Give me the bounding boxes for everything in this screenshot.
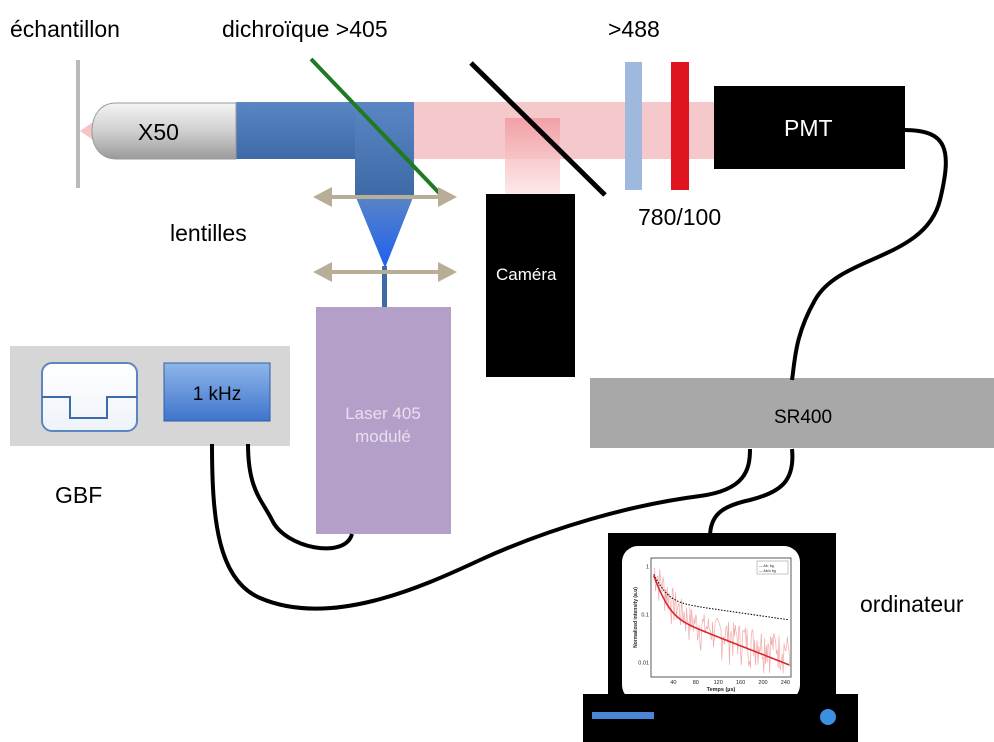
cable-sr400-to-computer: [708, 448, 795, 538]
laser-box: [316, 307, 451, 534]
frequency-label: 1 kHz: [193, 384, 242, 405]
dichroic-mirror: [309, 57, 445, 199]
screen-fit-red: [653, 575, 790, 666]
filter-780-100: [671, 62, 689, 190]
computer-drive-slot: [592, 712, 654, 719]
camera-mirror: [469, 61, 607, 197]
screen-ytick: 0.01: [638, 661, 649, 667]
lens-upper-arrow: [313, 187, 457, 207]
cable-gbf-to-sr400: [210, 443, 752, 611]
laser-label-line2: modulé: [355, 427, 411, 446]
label-filter-780: 780/100: [638, 204, 721, 230]
camera-box: [486, 194, 575, 377]
focused-laser-cone: [355, 195, 414, 268]
screen-xtick: 40: [670, 680, 676, 686]
screen-legend-entry: — Ab. bg: [759, 564, 774, 568]
cable-pmt-to-sr400: [790, 128, 948, 381]
label-gbf: GBF: [55, 482, 102, 508]
objective-label: X50: [138, 119, 179, 145]
objective-lens-body: [91, 102, 237, 160]
camera-label: Caméra: [496, 265, 557, 284]
sr400-label: SR400: [774, 407, 832, 428]
laser-label-line1: Laser 405: [345, 404, 421, 423]
screen-ytick: 1: [646, 564, 649, 570]
red-beam-to-camera: [505, 118, 560, 196]
label-lenses: lentilles: [170, 220, 247, 246]
screen-fit-dotted: [653, 574, 790, 621]
frequency-display: [163, 362, 271, 422]
screen-legend-box: [756, 560, 789, 575]
screen-ylabel: Normalized intensity (a.u): [633, 587, 639, 648]
pmt-label: PMT: [784, 115, 833, 141]
screen-xtick: 120: [714, 680, 723, 686]
screen-xtick: 160: [736, 680, 745, 686]
label-sample: échantillon: [10, 16, 120, 42]
label-filter-488: >488: [608, 16, 660, 42]
screen-xtick: 240: [781, 680, 790, 686]
sr400-box: [590, 378, 994, 448]
screen-xlabel: Temps (µs): [707, 687, 736, 693]
label-dichroic: dichroïque >405: [222, 16, 388, 42]
computer-power-button: [820, 709, 836, 725]
cable-gbf-to-laser: [246, 443, 354, 551]
laser-fiber-line: [382, 266, 387, 308]
filter-488: [625, 62, 642, 190]
screen-xtick: 80: [693, 680, 699, 686]
screen-noisy-trace: [653, 567, 791, 674]
screen-legend-entry: — Ab/o bg: [759, 569, 776, 573]
label-computer: ordinateur: [860, 591, 964, 617]
screen-xtick: 200: [758, 680, 767, 686]
pmt-box: [714, 86, 905, 169]
screen-ytick: 0.1: [641, 612, 649, 618]
square-wave-icon: [42, 396, 137, 419]
lens-lower-arrow: [313, 262, 457, 282]
